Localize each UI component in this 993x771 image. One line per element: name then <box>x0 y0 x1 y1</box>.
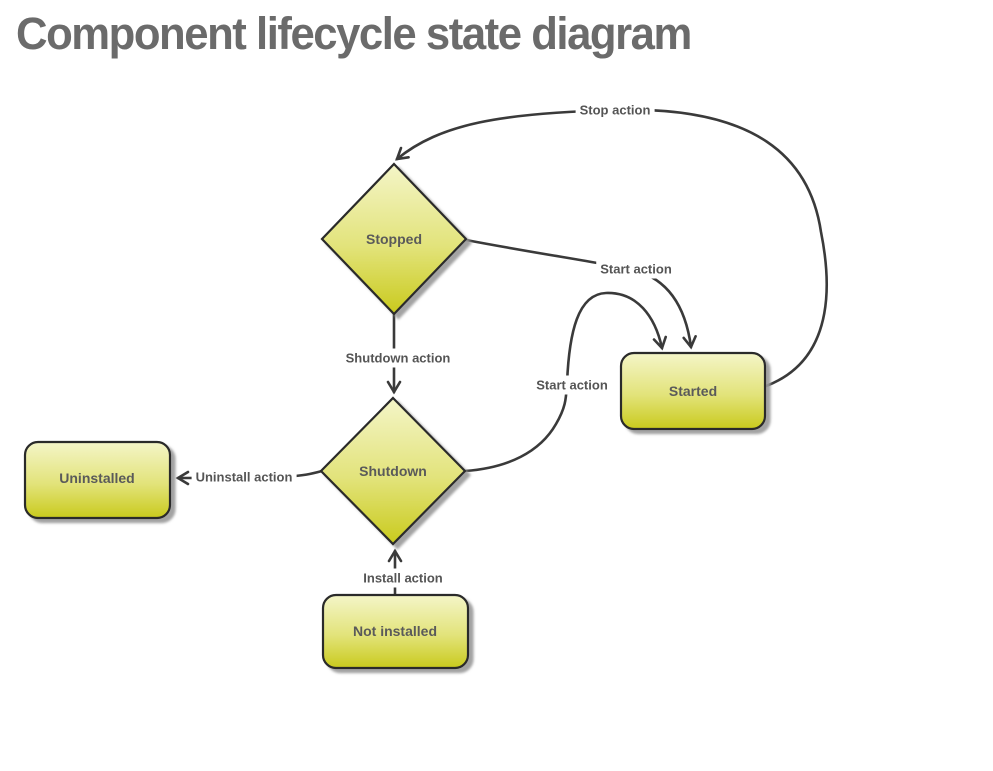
node-shutdown-shape[interactable] <box>319 396 467 546</box>
node-started-label: Started <box>668 383 718 399</box>
node-stopped-label: Stopped <box>366 231 422 247</box>
node-uninstalled-shape[interactable] <box>23 440 172 520</box>
edge-start-action-from-shutdown-label: Start action <box>532 375 612 395</box>
edge-start-action-from-stopped-label: Start action <box>596 259 676 279</box>
node-not-installed-shape[interactable] <box>321 593 470 670</box>
edge-uninstall-action-label: Uninstall action <box>191 467 297 487</box>
edge-stop-action <box>395 108 829 388</box>
edge-stop-action-label: Stop action <box>575 100 655 120</box>
node-uninstalled-label: Uninstalled <box>59 470 135 486</box>
node-started-shape[interactable] <box>619 351 767 431</box>
page-title: Component lifecycle state diagram <box>16 8 692 59</box>
edge-shutdown-action-label: Shutdown action <box>341 348 455 368</box>
node-not-installed-label: Not installed <box>352 623 438 639</box>
edge-install-action-label: Install action <box>359 568 447 588</box>
node-shutdown-label: Shutdown <box>359 463 427 479</box>
node-stopped-shape[interactable] <box>320 162 468 316</box>
